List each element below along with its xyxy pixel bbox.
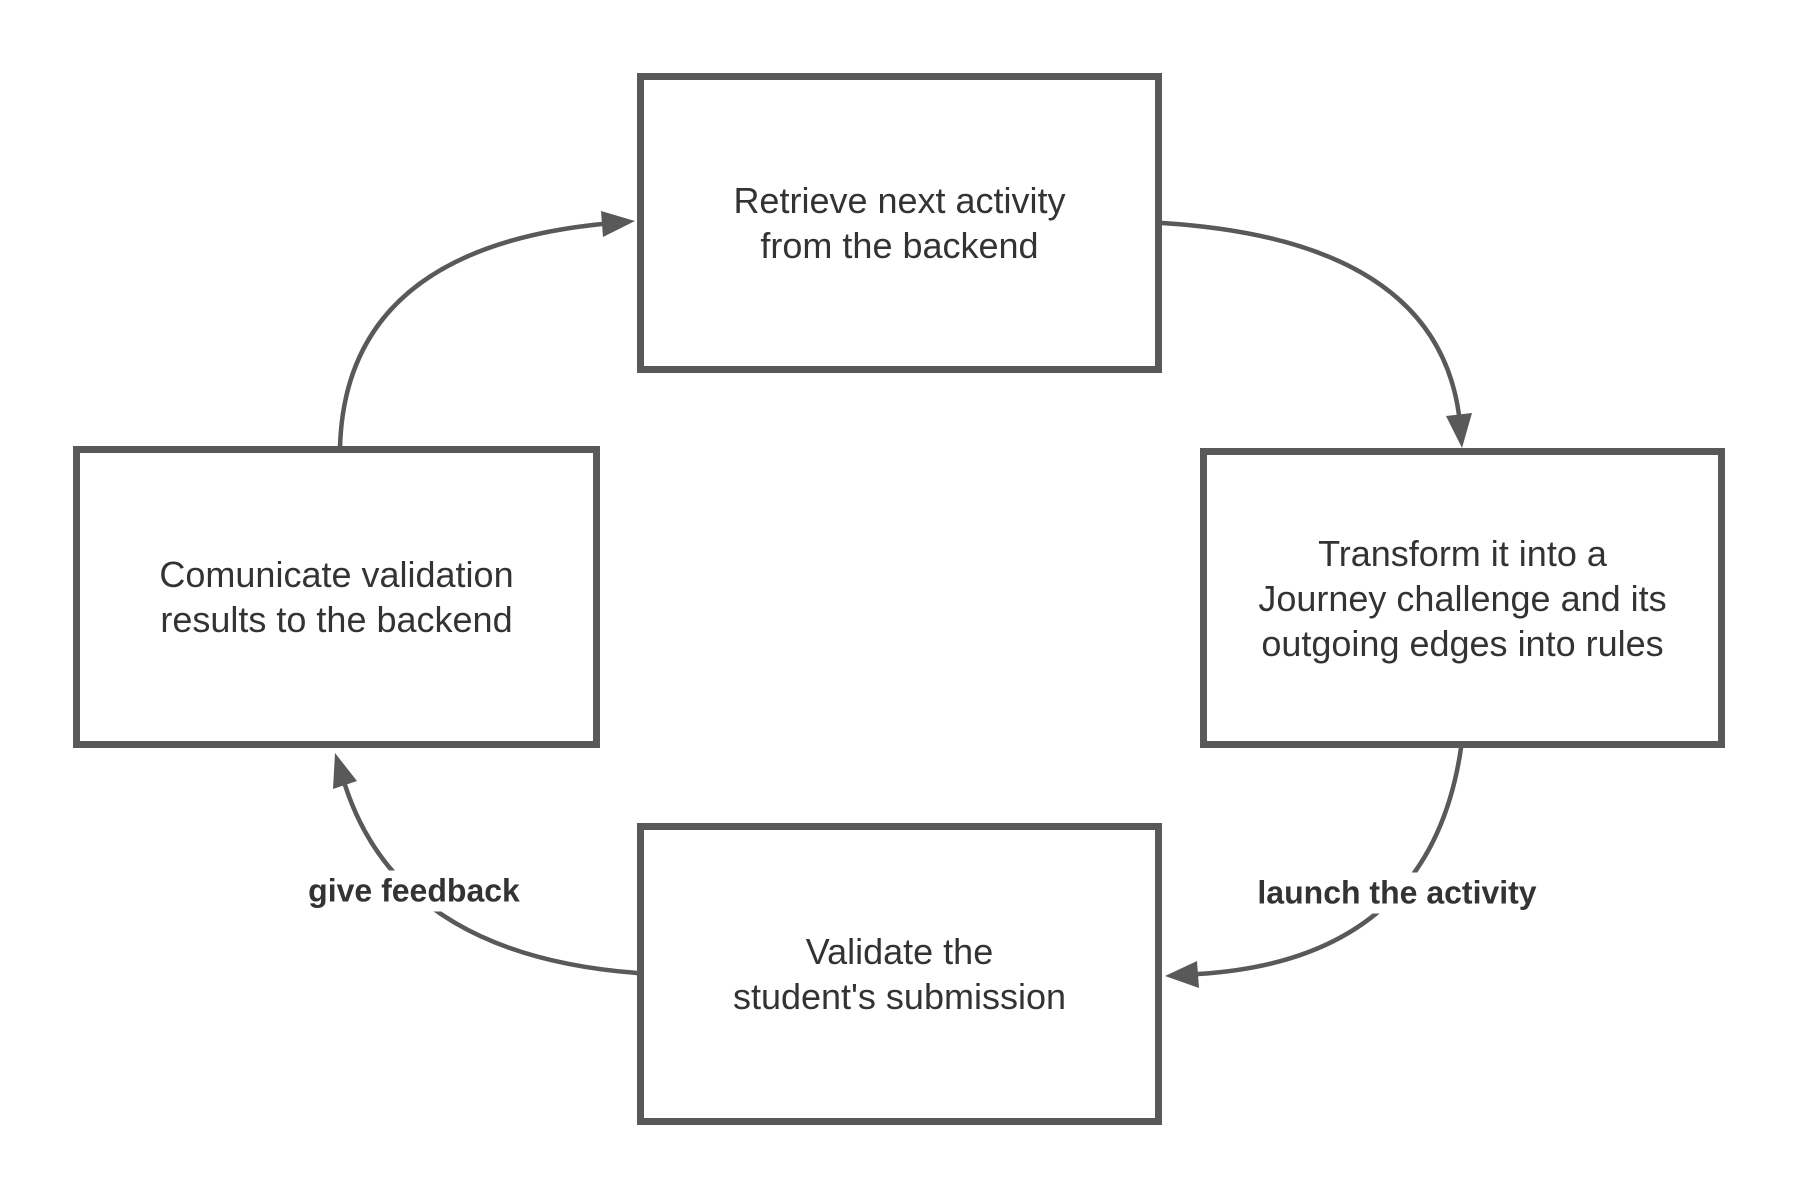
edge-validate-to-communicate — [342, 782, 640, 976]
edge-communicate-to-retrieve — [337, 221, 605, 451]
edge-transform-to-validate-arrowhead — [1165, 961, 1199, 988]
edge-transform-to-validate — [1195, 745, 1464, 977]
node-retrieve-next-activity-label: Retrieve next activity from the backend — [733, 180, 1066, 266]
node-transform-into-journey-challenge: Transform it into a Journey challenge an… — [1200, 448, 1725, 748]
node-communicate-validation-results-label: Comunicate validation results to the bac… — [159, 554, 514, 640]
edge-communicate-to-retrieve-arrowhead — [601, 211, 635, 237]
node-validate-student-submission-label: Validate the student's submission — [732, 931, 1067, 1017]
edge-label-give-feedback: give feedback — [298, 870, 530, 912]
node-transform-into-journey-challenge-label: Transform it into a Journey challenge an… — [1258, 532, 1667, 664]
node-validate-student-submission: Validate the student's submission — [637, 823, 1162, 1125]
edge-retrieve-to-transform-arrowhead — [1446, 413, 1472, 448]
node-communicate-validation-results: Comunicate validation results to the bac… — [73, 446, 600, 748]
edge-label-launch-the-activity: launch the activity — [1247, 872, 1547, 914]
edge-retrieve-to-transform — [1159, 220, 1462, 418]
edge-validate-to-communicate-arrowhead — [333, 753, 357, 789]
node-retrieve-next-activity: Retrieve next activity from the backend — [637, 73, 1162, 373]
